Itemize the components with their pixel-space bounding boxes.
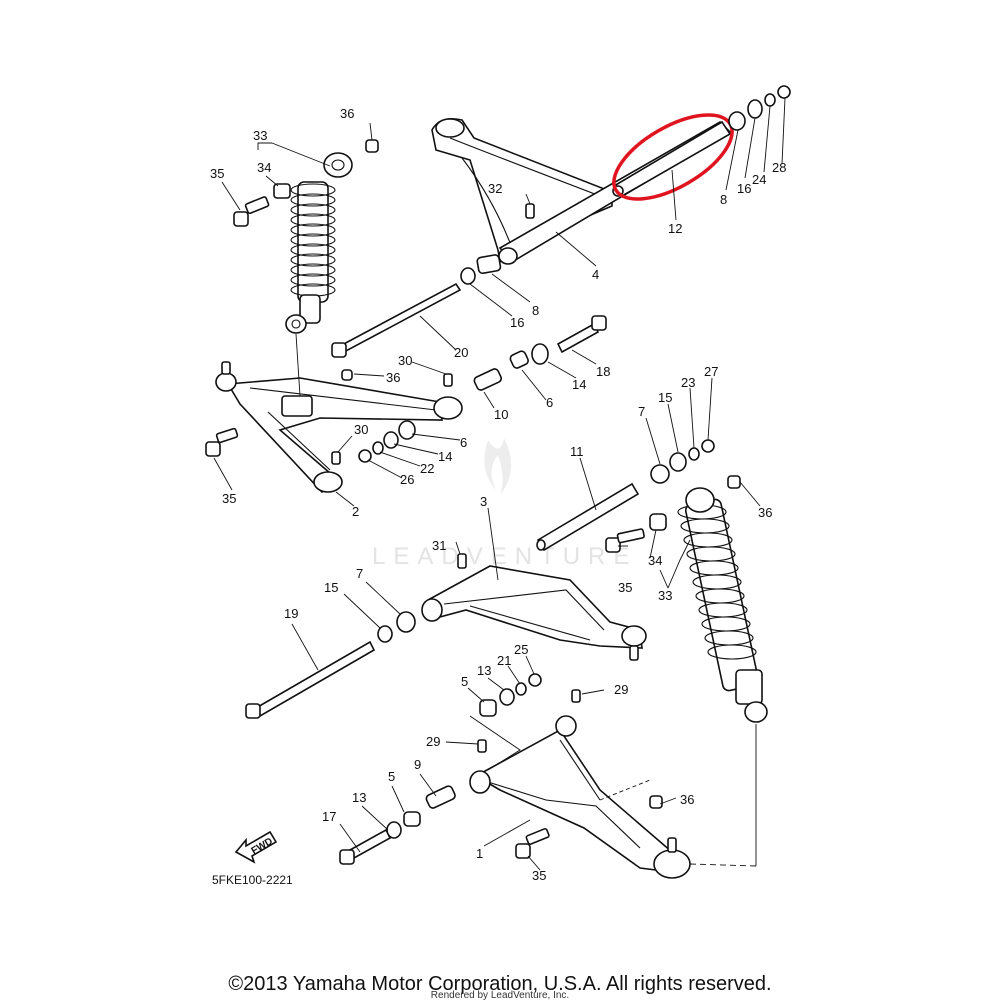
callout-13[interactable]: 13	[352, 790, 366, 805]
callout-12[interactable]: 12	[668, 221, 682, 236]
callout-25[interactable]: 25	[514, 642, 528, 657]
callout-28[interactable]: 28	[772, 160, 786, 175]
bolt-35-lower[interactable]	[515, 827, 550, 859]
watermark-text: LEADVENTURE	[372, 543, 637, 570]
callout-34[interactable]: 34	[257, 160, 271, 175]
lower-arm-1[interactable]	[469, 715, 691, 879]
callout-18[interactable]: 18	[596, 364, 610, 379]
callout-7[interactable]: 7	[356, 566, 363, 581]
upper-right-hardware[interactable]	[728, 85, 791, 131]
callout-36[interactable]: 36	[758, 505, 772, 520]
upper-left-shock[interactable]	[285, 152, 353, 334]
bolt-35-mid[interactable]	[205, 427, 239, 457]
bolt-35-right[interactable]	[605, 528, 645, 553]
diagram-code: 5FKE100-2221	[212, 873, 293, 887]
fwd-label: FWD	[250, 836, 275, 857]
callouts: 36 33 34 35 32 8 16 24 28 12 4 8 16 20 1…	[210, 106, 786, 883]
callout-32[interactable]: 32	[488, 181, 502, 196]
callout-8[interactable]: 8	[720, 192, 727, 207]
callout-29[interactable]: 29	[426, 734, 440, 749]
nut-36-lower[interactable]	[649, 795, 663, 809]
callout-15[interactable]: 15	[324, 580, 338, 595]
nut-36-mid[interactable]	[341, 369, 353, 381]
upper-arm-4[interactable]	[431, 117, 732, 265]
callout-33[interactable]: 33	[658, 588, 672, 603]
grease-fitting-32[interactable]	[525, 203, 535, 219]
callout-10[interactable]: 10	[494, 407, 508, 422]
callout-35[interactable]: 35	[618, 580, 632, 595]
callout-35[interactable]: 35	[532, 868, 546, 883]
grease-29-left[interactable]	[477, 739, 487, 753]
bolt-35-upper[interactable]	[233, 196, 270, 227]
callout-11[interactable]: 11	[570, 444, 584, 459]
grease-29-right[interactable]	[571, 689, 581, 703]
bolt-18[interactable]	[556, 315, 607, 354]
callout-16[interactable]: 16	[510, 315, 524, 330]
callout-30[interactable]: 30	[398, 353, 412, 368]
callout-26[interactable]: 26	[400, 472, 414, 487]
callout-22[interactable]: 22	[420, 461, 434, 476]
callout-35[interactable]: 35	[222, 491, 236, 506]
grease-30-lower[interactable]	[331, 451, 341, 465]
callout-35[interactable]: 35	[210, 166, 224, 181]
nut-36-upper[interactable]	[365, 139, 379, 153]
watermark: LEADVENTURE	[372, 438, 637, 570]
shaft-11[interactable]	[536, 482, 640, 552]
callout-31[interactable]: 31	[432, 538, 446, 553]
callout-3[interactable]: 3	[480, 494, 487, 509]
callout-34[interactable]: 34	[648, 553, 662, 568]
upper-arm-2[interactable]	[215, 361, 463, 494]
lower-left-bushings[interactable]	[386, 785, 456, 839]
callout-4[interactable]: 4	[592, 267, 599, 282]
callout-36[interactable]: 36	[340, 106, 354, 121]
rendered-by: Rendered by LeadVenture, Inc.	[431, 990, 569, 1000]
callout-23[interactable]: 23	[681, 375, 695, 390]
callout-2[interactable]: 2	[352, 504, 359, 519]
bolt-17[interactable]	[339, 828, 392, 865]
callout-27[interactable]: 27	[704, 364, 718, 379]
callout-7[interactable]: 7	[638, 404, 645, 419]
callout-16[interactable]: 16	[737, 181, 751, 196]
callout-5[interactable]: 5	[388, 769, 395, 784]
callout-9[interactable]: 9	[414, 757, 421, 772]
bushing-15-lower[interactable]	[377, 625, 393, 643]
lower-small-hardware[interactable]	[479, 673, 542, 717]
bushing-34-lower[interactable]	[649, 513, 667, 531]
callout-1[interactable]: 1	[476, 846, 483, 861]
callout-14[interactable]: 14	[438, 449, 452, 464]
bolt-20[interactable]	[331, 282, 462, 358]
callout-13[interactable]: 13	[477, 663, 491, 678]
grease-30-upper[interactable]	[443, 373, 453, 387]
callout-29[interactable]: 29	[614, 682, 628, 697]
bushing-8-upper[interactable]	[476, 254, 502, 275]
callout-6[interactable]: 6	[546, 395, 553, 410]
callout-5[interactable]: 5	[461, 674, 468, 689]
callout-33[interactable]: 33	[253, 128, 267, 143]
lower-right-shock[interactable]	[677, 487, 768, 723]
lower-arm-3[interactable]	[421, 565, 647, 661]
grease-31[interactable]	[457, 553, 467, 569]
callout-6[interactable]: 6	[460, 435, 467, 450]
callout-8[interactable]: 8	[532, 303, 539, 318]
callout-19[interactable]: 19	[284, 606, 298, 621]
callout-36[interactable]: 36	[680, 792, 694, 807]
right-mid-hardware[interactable]	[650, 439, 715, 484]
bushing-16-upper[interactable]	[460, 267, 476, 285]
callout-21[interactable]: 21	[497, 653, 511, 668]
copyright-notice: ©2013 Yamaha Motor Corporation, U.S.A. A…	[228, 973, 771, 995]
bushing-34-upper[interactable]	[273, 183, 291, 199]
callout-14[interactable]: 14	[572, 377, 586, 392]
callout-15[interactable]: 15	[658, 390, 672, 405]
fwd-arrow: FWD	[234, 830, 278, 864]
leader-lines	[213, 97, 786, 871]
nut-36-right[interactable]	[727, 475, 741, 489]
callout-36[interactable]: 36	[386, 370, 400, 385]
bushing-7-lower[interactable]	[396, 611, 416, 633]
callout-30[interactable]: 30	[354, 422, 368, 437]
callout-20[interactable]: 20	[454, 345, 468, 360]
bolt-19[interactable]	[245, 640, 376, 719]
callout-17[interactable]: 17	[322, 809, 336, 824]
callout-24[interactable]: 24	[752, 172, 766, 187]
